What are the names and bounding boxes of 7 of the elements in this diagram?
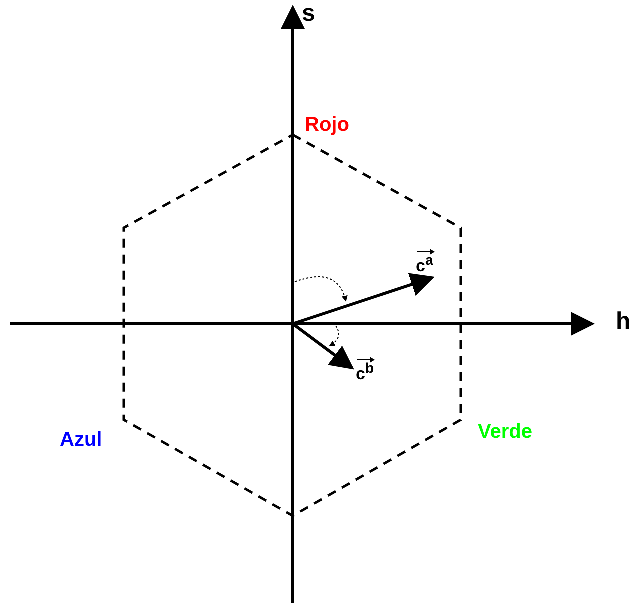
vector-label: c$^{a}$: [416, 248, 434, 275]
color-label: Rojo: [305, 115, 350, 135]
axis-label: h: [616, 310, 631, 334]
vector-label: c$^{b}$: [356, 356, 374, 383]
axis-label: s: [302, 2, 316, 26]
color-label: Verde: [478, 422, 532, 442]
color-label: Azul: [60, 430, 102, 450]
